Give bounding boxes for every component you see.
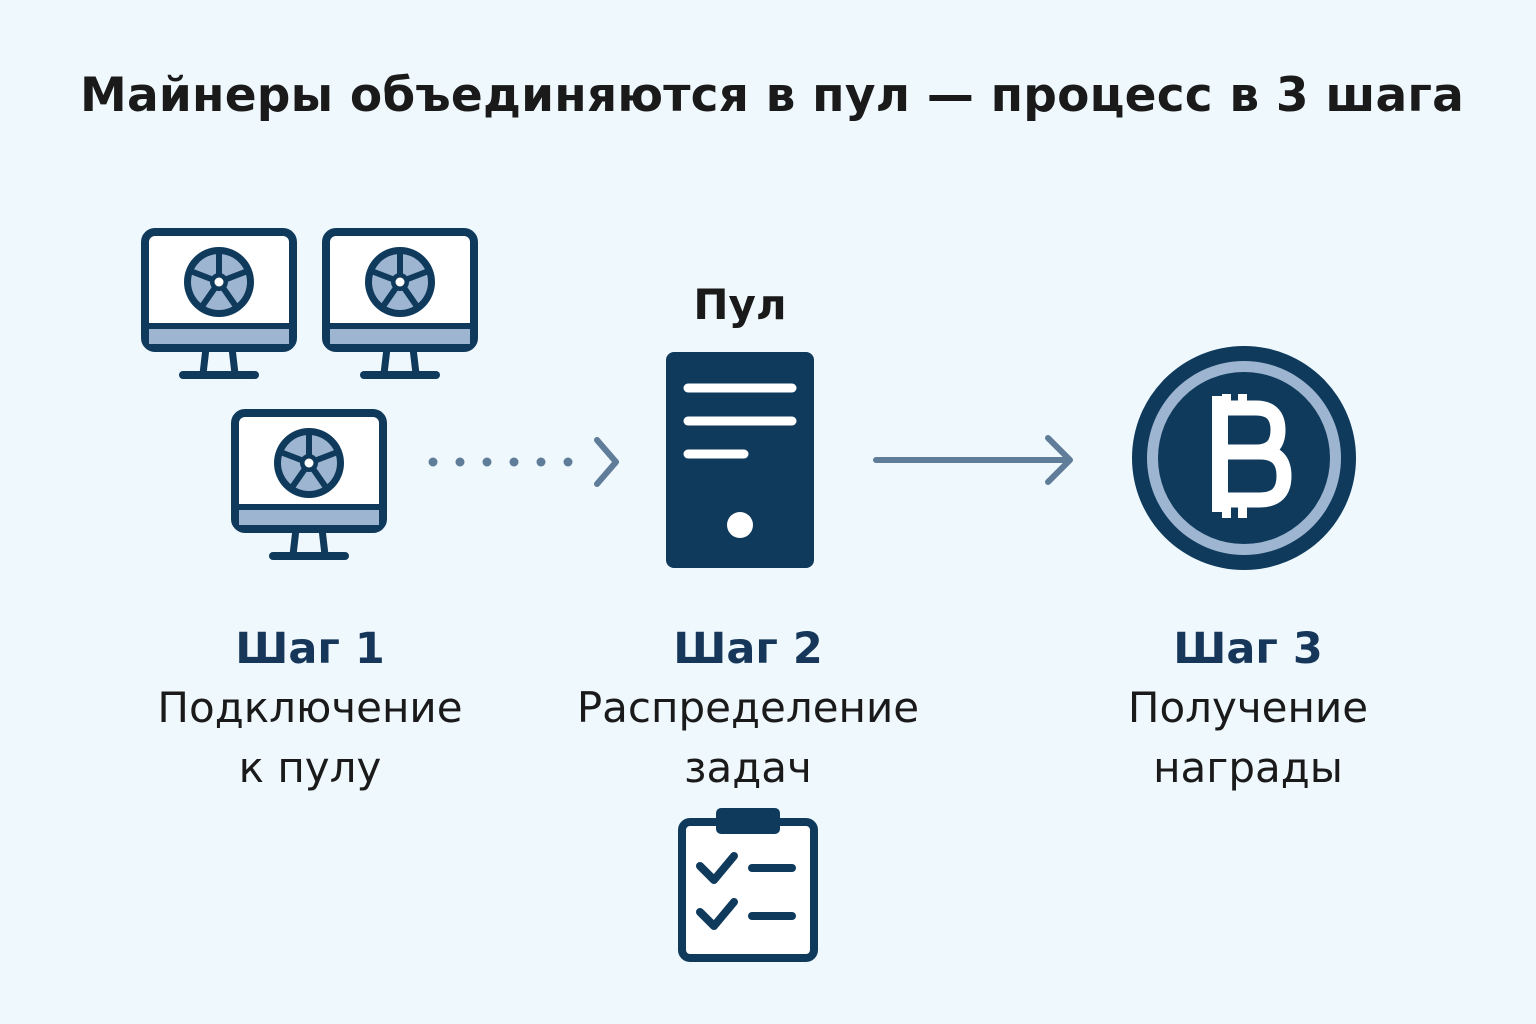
page-title: Майнеры объединяются в пул — процесс в 3…	[80, 68, 1465, 123]
bitcoin-coin-icon	[1132, 346, 1356, 570]
solid-arrow	[873, 435, 1073, 485]
step-3-description: Получение награды	[1127, 683, 1369, 792]
step-3: Шаг 3 Получение награды	[1048, 620, 1448, 798]
step-3-title: Шаг 3	[1173, 624, 1323, 674]
pool-label: Пул	[693, 280, 787, 329]
clipboard-checklist-icon	[678, 808, 818, 962]
miner-computer-icon	[235, 413, 383, 556]
server-icon	[666, 352, 814, 568]
step-2: Шаг 2 Распределение задач	[548, 620, 948, 798]
step-2-description: Распределение задач	[576, 683, 920, 792]
dotted-arrow	[428, 437, 619, 487]
miner-computer-icon	[145, 232, 293, 375]
step-1-title: Шаг 1	[235, 624, 385, 674]
miner-computer-icon	[326, 232, 474, 375]
step-1-description: Подключение к пулу	[157, 683, 463, 792]
step-2-title: Шаг 2	[673, 624, 823, 674]
step-1: Шаг 1 Подключение к пулу	[110, 620, 510, 798]
